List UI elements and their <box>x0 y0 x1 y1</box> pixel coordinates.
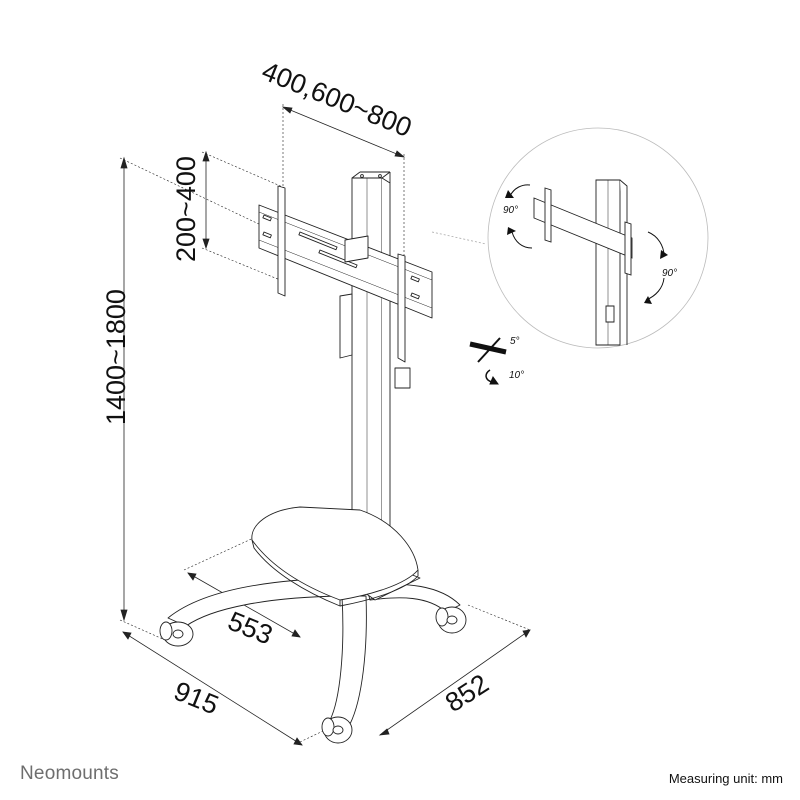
dimension-lines <box>119 104 531 746</box>
rotation-detail: 90° 90° <box>431 127 709 349</box>
trolley-stand <box>159 171 467 744</box>
wheel-left <box>159 621 194 647</box>
base-depth-label: 852 <box>440 668 494 718</box>
tilt-indicator <box>469 337 507 385</box>
base-width-label: 915 <box>170 676 223 721</box>
tilt-down-label: 10° <box>509 370 524 381</box>
height-range-label: 1400~1800 <box>101 289 131 425</box>
vesa-width-label: 400,600~800 <box>258 56 416 143</box>
shelf-depth-label: 553 <box>224 606 277 651</box>
base-leg-front <box>329 595 367 725</box>
vesa-height-label: 200~400 <box>171 156 201 262</box>
wheel-right <box>435 606 467 634</box>
tilt-up-label: 5° <box>510 336 520 347</box>
vesa-rail-left <box>277 185 286 297</box>
rotate-left-label: 90° <box>503 205 518 216</box>
vesa-mount <box>258 185 433 389</box>
rotate-right-label: 90° <box>662 268 677 279</box>
vesa-rail-right <box>397 253 406 363</box>
wheel-front <box>321 716 353 744</box>
brand-logo: Neomounts <box>20 763 119 784</box>
measuring-unit-note: Measuring unit: mm <box>668 771 783 786</box>
